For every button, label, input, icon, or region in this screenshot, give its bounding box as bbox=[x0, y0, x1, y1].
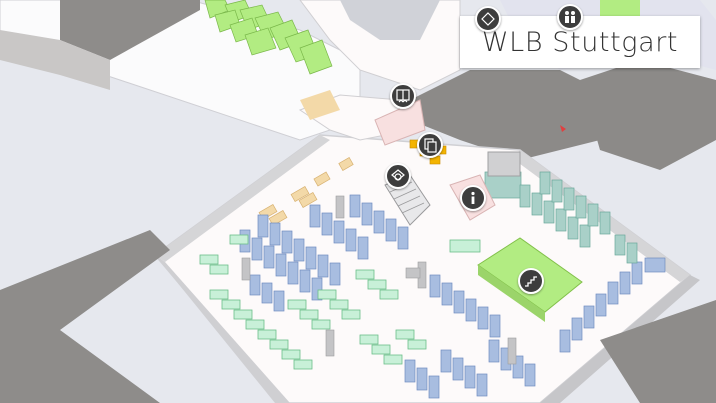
green-shelves-top bbox=[204, 0, 333, 75]
dark-building-southwest bbox=[0, 230, 170, 403]
dark-building-right bbox=[580, 60, 716, 170]
people-icon[interactable] bbox=[557, 4, 583, 30]
stairs-icon[interactable] bbox=[518, 268, 544, 294]
study-seats bbox=[199, 234, 481, 370]
dark-building-southeast bbox=[600, 300, 716, 403]
building-title-box: WLB Stuttgart bbox=[460, 16, 700, 68]
highlighted-room-side bbox=[478, 265, 545, 322]
copier-icon[interactable] bbox=[417, 132, 443, 158]
info-icon[interactable] bbox=[460, 185, 486, 211]
building-icon[interactable] bbox=[475, 6, 501, 32]
building-title: WLB Stuttgart bbox=[481, 26, 679, 58]
tan-room bbox=[300, 90, 340, 120]
layers-icon[interactable] bbox=[385, 163, 411, 189]
dark-building-center bbox=[410, 70, 600, 160]
elevator-icon[interactable] bbox=[390, 83, 416, 109]
wall-north-west bbox=[155, 135, 330, 262]
blue-shelves-west bbox=[239, 194, 409, 312]
upper-wing-wall bbox=[0, 30, 110, 90]
stair-block bbox=[340, 0, 440, 40]
pillars bbox=[241, 195, 517, 365]
location-marker bbox=[560, 125, 566, 132]
upper-wing-dark-block bbox=[60, 0, 200, 60]
wall-south-west bbox=[155, 255, 290, 403]
teal-shelves-east bbox=[484, 171, 638, 264]
service-box bbox=[487, 151, 521, 177]
blue-shelves-south bbox=[404, 257, 666, 399]
